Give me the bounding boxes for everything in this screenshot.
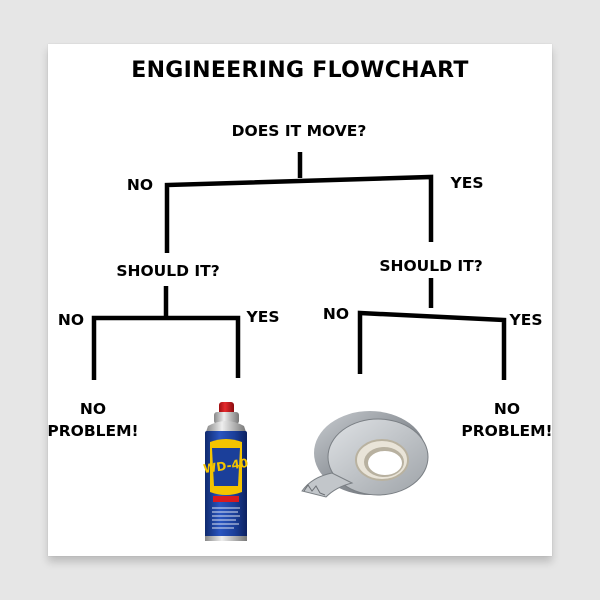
right-question: SHOULD IT? <box>379 257 483 275</box>
wd40-can-icon: WD-40 <box>202 402 249 541</box>
duct-tape-icon <box>301 411 429 498</box>
left-no-label: NO <box>57 311 85 329</box>
root-no-label: NO <box>126 176 154 194</box>
wd40-brand-text: WD-40 <box>202 456 249 476</box>
root-branch <box>164 174 434 253</box>
left-branch <box>91 315 241 380</box>
left-yes-label: YES <box>246 308 280 326</box>
left-question: SHOULD IT? <box>116 262 220 280</box>
right-yes-result-line1: NO <box>493 400 521 418</box>
root-question: DOES IT MOVE? <box>231 122 367 140</box>
page-title: ENGINEERING FLOWCHART <box>131 58 469 83</box>
left-no-result-line2: PROBLEM! <box>47 422 139 440</box>
right-yes-result-line2: PROBLEM! <box>461 422 553 440</box>
left-no-result: NO PROBLEM! <box>47 398 138 442</box>
right-no-label: NO <box>322 305 350 323</box>
right-yes-result: NO PROBLEM! <box>461 398 552 442</box>
left-no-result-line1: NO <box>79 400 107 418</box>
right-branch <box>357 310 507 380</box>
right-yes-label: YES <box>509 311 543 329</box>
root-yes-label: YES <box>450 174 484 192</box>
poster <box>48 44 552 556</box>
